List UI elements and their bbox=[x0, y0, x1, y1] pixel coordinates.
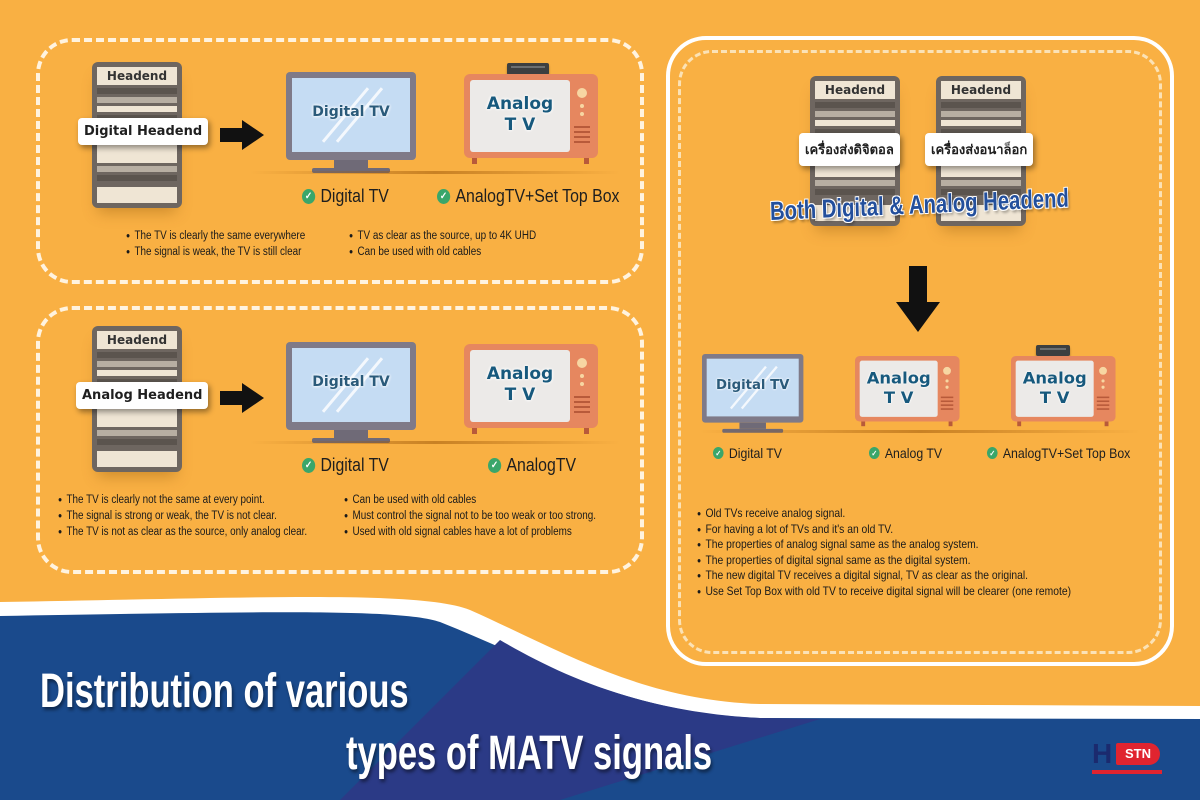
check-icon: ✓ bbox=[713, 447, 724, 459]
analog-tv-screen-text: Analog T V bbox=[470, 364, 570, 406]
analog-tv-line2: T V bbox=[504, 115, 536, 135]
bullet-item: Old TVs receive analog signal. bbox=[697, 506, 1071, 522]
check-label-text: AnalogTV bbox=[506, 455, 577, 475]
bullet-item: The TV is clearly not the same at every … bbox=[58, 492, 307, 508]
headend-title: Headend bbox=[941, 81, 1021, 99]
check-analog-stb: ✓ AnalogTV+Set Top Box bbox=[987, 445, 1130, 461]
check-analog-tv: ✓ Analog TV bbox=[869, 445, 942, 461]
analog-tv-icon: Analog T V bbox=[464, 344, 598, 434]
analog-tv-with-stb-icon: Analog T V bbox=[1011, 356, 1116, 427]
bullet-item: The signal is weak, the TV is still clea… bbox=[126, 244, 305, 260]
digital-transmitter-label: เครื่องส่งดิจิตอล bbox=[799, 133, 900, 166]
check-icon: ✓ bbox=[437, 189, 451, 204]
bullet-item: Use Set Top Box with old TV to receive d… bbox=[697, 584, 1071, 600]
check-icon: ✓ bbox=[302, 189, 316, 204]
digital-tv-icon: Digital TV bbox=[286, 72, 416, 174]
logo-underline bbox=[1092, 770, 1162, 774]
bullet-item: The properties of analog signal same as … bbox=[697, 537, 1071, 553]
analog-tv-screen-text: Analog T V bbox=[470, 94, 570, 136]
analog-tv-icon: Analog T V bbox=[464, 74, 598, 164]
analog-headend-panel bbox=[36, 306, 644, 574]
check-icon: ✓ bbox=[302, 458, 316, 473]
main-title-line1: Distribution of various bbox=[40, 665, 409, 718]
check-label-text: AnalogTV+Set Top Box bbox=[455, 186, 620, 206]
analog-tv-line1: Analog bbox=[486, 364, 554, 384]
shelf-shadow bbox=[700, 430, 1140, 433]
bullet-item: The TV is not as clear as the source, on… bbox=[58, 524, 307, 540]
check-icon: ✓ bbox=[869, 447, 880, 459]
bullet-item: Can be used with old cables bbox=[344, 492, 596, 508]
digital-bullets-right: TV as clear as the source, up to 4K UHD … bbox=[349, 228, 536, 260]
check-icon: ✓ bbox=[987, 447, 998, 459]
digital-tv-icon: Digital TV bbox=[286, 342, 416, 444]
analog-transmitter-label: เครื่องส่งอนาล็อก bbox=[925, 133, 1034, 166]
headend-title: Headend bbox=[97, 331, 177, 349]
analog-tv-line1: Analog bbox=[1022, 368, 1087, 388]
analog-tv-screen-text: Analog T V bbox=[860, 368, 938, 407]
set-top-box-icon bbox=[1036, 345, 1070, 356]
bullet-item: The TV is clearly the same everywhere bbox=[126, 228, 305, 244]
digital-tv-icon: Digital TV bbox=[702, 354, 804, 434]
analog-tv-line2: T V bbox=[504, 385, 536, 405]
hstn-logo: H STN bbox=[1092, 740, 1164, 776]
digital-bullets-left: The TV is clearly the same everywhere Th… bbox=[126, 228, 305, 260]
main-title-line2: types of MATV signals bbox=[346, 727, 713, 780]
analog-tv-line2: T V bbox=[883, 387, 914, 407]
analog-tv-line1: Analog bbox=[866, 368, 931, 388]
digital-headend-panel bbox=[36, 38, 644, 284]
bullet-item: Used with old signal cables have a lot o… bbox=[344, 524, 596, 540]
analog-bullets-left: The TV is clearly not the same at every … bbox=[58, 492, 307, 540]
check-analog-tv: ✓ AnalogTV bbox=[488, 455, 576, 476]
shelf-shadow bbox=[250, 171, 620, 174]
logo-stn: STN bbox=[1116, 743, 1160, 765]
check-digital-tv: ✓ Digital TV bbox=[713, 445, 782, 461]
logo-h: H bbox=[1092, 738, 1113, 769]
digital-tv-screen-text: Digital TV bbox=[312, 104, 390, 120]
bullet-item: The signal is strong or weak, the TV is … bbox=[58, 508, 307, 524]
set-top-box-icon bbox=[507, 63, 549, 75]
arrow-down-icon bbox=[896, 266, 940, 332]
arrow-right-icon bbox=[220, 120, 264, 150]
analog-tv-screen-text: Analog T V bbox=[1016, 368, 1094, 407]
analog-tv-line2: T V bbox=[1039, 387, 1070, 407]
bullet-item: For having a lot of TVs and it's an old … bbox=[697, 522, 1071, 538]
analog-tv-icon: Analog T V bbox=[855, 356, 960, 427]
headend-title: Headend bbox=[97, 67, 177, 85]
check-icon: ✓ bbox=[488, 458, 502, 473]
bullet-item: Must control the signal not to be too we… bbox=[344, 508, 596, 524]
headend-title: Headend bbox=[815, 81, 895, 99]
bullet-item: TV as clear as the source, up to 4K UHD bbox=[349, 228, 536, 244]
check-digital-tv: ✓ Digital TV bbox=[302, 186, 389, 207]
check-label-text: Digital TV bbox=[320, 186, 389, 206]
both-bullets: Old TVs receive analog signal. For havin… bbox=[697, 506, 1071, 599]
digital-headend-label: Digital Headend bbox=[78, 118, 209, 145]
check-label-text: AnalogTV+Set Top Box bbox=[1002, 445, 1131, 461]
analog-headend-label: Analog Headend bbox=[76, 382, 209, 409]
check-digital-tv: ✓ Digital TV bbox=[302, 455, 389, 476]
bullet-item: Can be used with old cables bbox=[349, 244, 536, 260]
arrow-right-icon bbox=[220, 383, 264, 413]
check-analog-stb: ✓ AnalogTV+Set Top Box bbox=[437, 186, 619, 207]
bullet-item: The new digital TV receives a digital si… bbox=[697, 568, 1071, 584]
digital-tv-screen-text: Digital TV bbox=[312, 374, 390, 390]
bullet-item: The properties of digital signal same as… bbox=[697, 553, 1071, 569]
both-headend-panel bbox=[666, 36, 1174, 666]
shelf-shadow bbox=[250, 441, 620, 444]
check-label-text: Digital TV bbox=[320, 455, 389, 475]
check-label-text: Analog TV bbox=[884, 445, 943, 461]
analog-tv-line1: Analog bbox=[486, 94, 554, 114]
both-headend-panel-inner-border bbox=[678, 50, 1162, 654]
check-label-text: Digital TV bbox=[728, 445, 783, 461]
digital-tv-screen-text: Digital TV bbox=[716, 377, 790, 393]
analog-bullets-right: Can be used with old cables Must control… bbox=[344, 492, 596, 540]
